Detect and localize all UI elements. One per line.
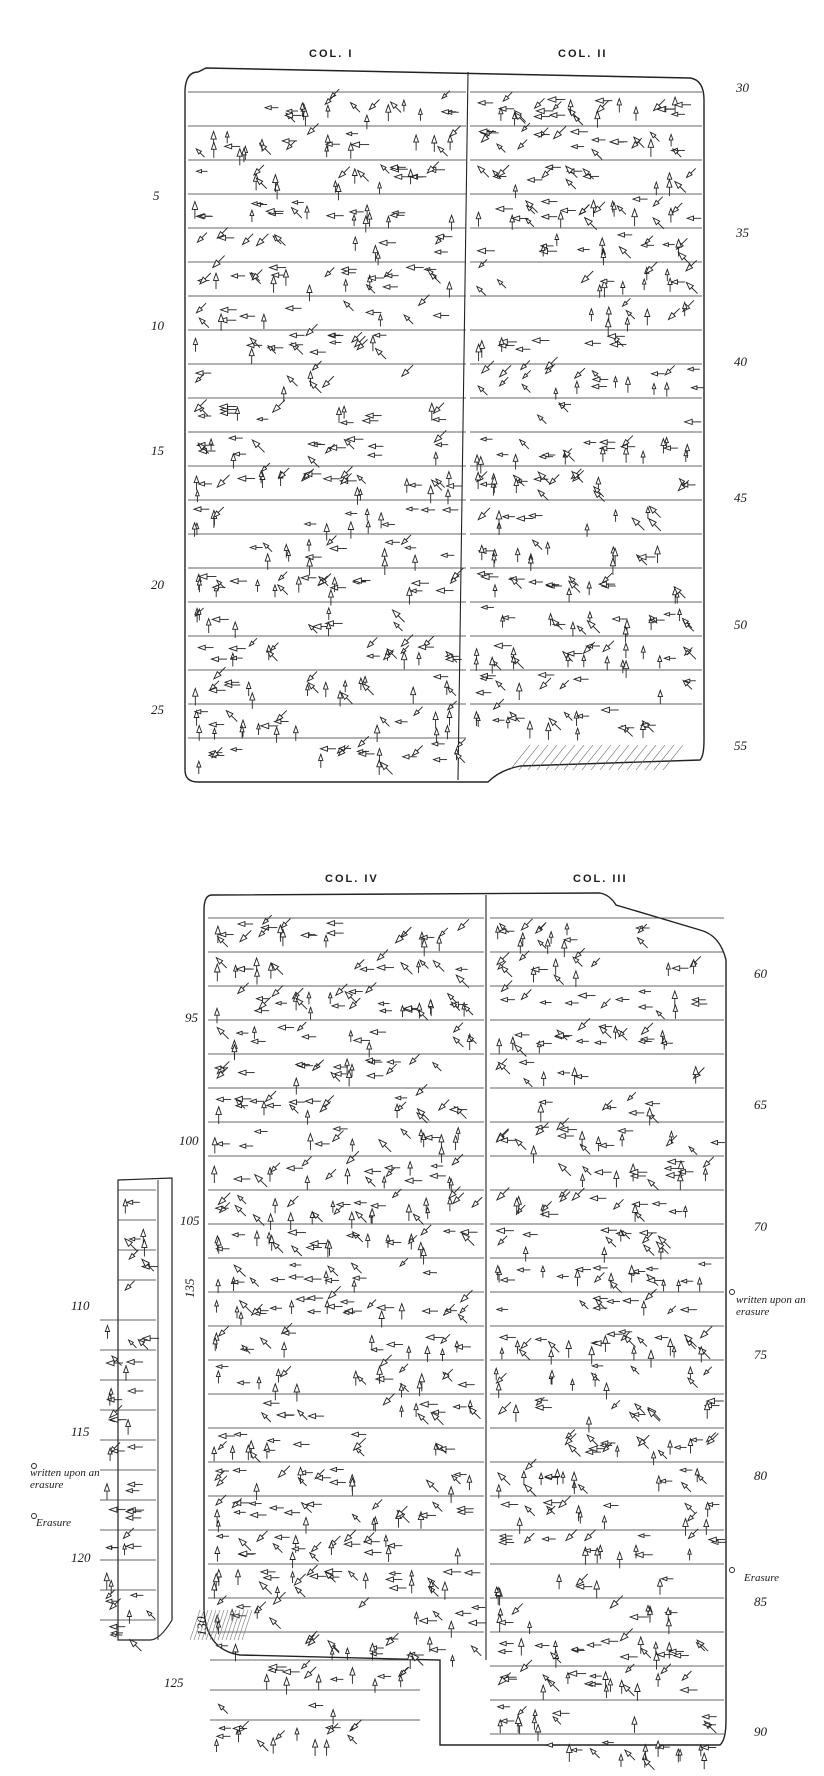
col-ii-header: COL. II (558, 48, 608, 60)
line-number: 45 (734, 490, 747, 505)
erasure-label-left: Erasure (36, 1517, 72, 1529)
line-number: 65 (754, 1097, 767, 1112)
line-number: 125 (164, 1675, 184, 1690)
line-number: 95 (185, 1010, 198, 1025)
line-number: 20 (151, 577, 164, 592)
col-iv-header: COL. IV (325, 873, 379, 885)
line-number: 25 (151, 702, 164, 717)
col-iii-header: COL. III (573, 873, 628, 885)
line-number: 15 (151, 443, 164, 458)
line-number: 115 (71, 1424, 90, 1439)
line-number: 85 (754, 1594, 767, 1609)
line-number: 80 (754, 1468, 767, 1483)
col-i-header: COL. I (309, 48, 354, 60)
line-number: 5 (153, 188, 160, 203)
line-number: 55 (734, 738, 747, 753)
line-number: 40 (734, 354, 747, 369)
line-number: 135 (182, 1278, 197, 1299)
line-number: 105 (180, 1213, 200, 1228)
line-number: 130 (194, 1616, 209, 1637)
line-number: 100 (179, 1133, 199, 1148)
line-number: 120 (71, 1550, 91, 1565)
line-number: 10 (151, 318, 164, 333)
line-number: 75 (754, 1347, 767, 1362)
line-number: 35 (736, 225, 749, 240)
erasure-label-right: Erasure (744, 1572, 780, 1584)
erasure-note-right: written upon an erasure (736, 1294, 806, 1318)
line-number: 50 (734, 617, 747, 632)
line-number: 30 (736, 80, 749, 95)
line-number: 70 (754, 1219, 767, 1234)
line-number: 110 (71, 1298, 90, 1313)
line-number: 90 (754, 1724, 767, 1739)
erasure-note-left: written upon an erasure (30, 1467, 100, 1491)
line-number: 60 (754, 966, 767, 981)
